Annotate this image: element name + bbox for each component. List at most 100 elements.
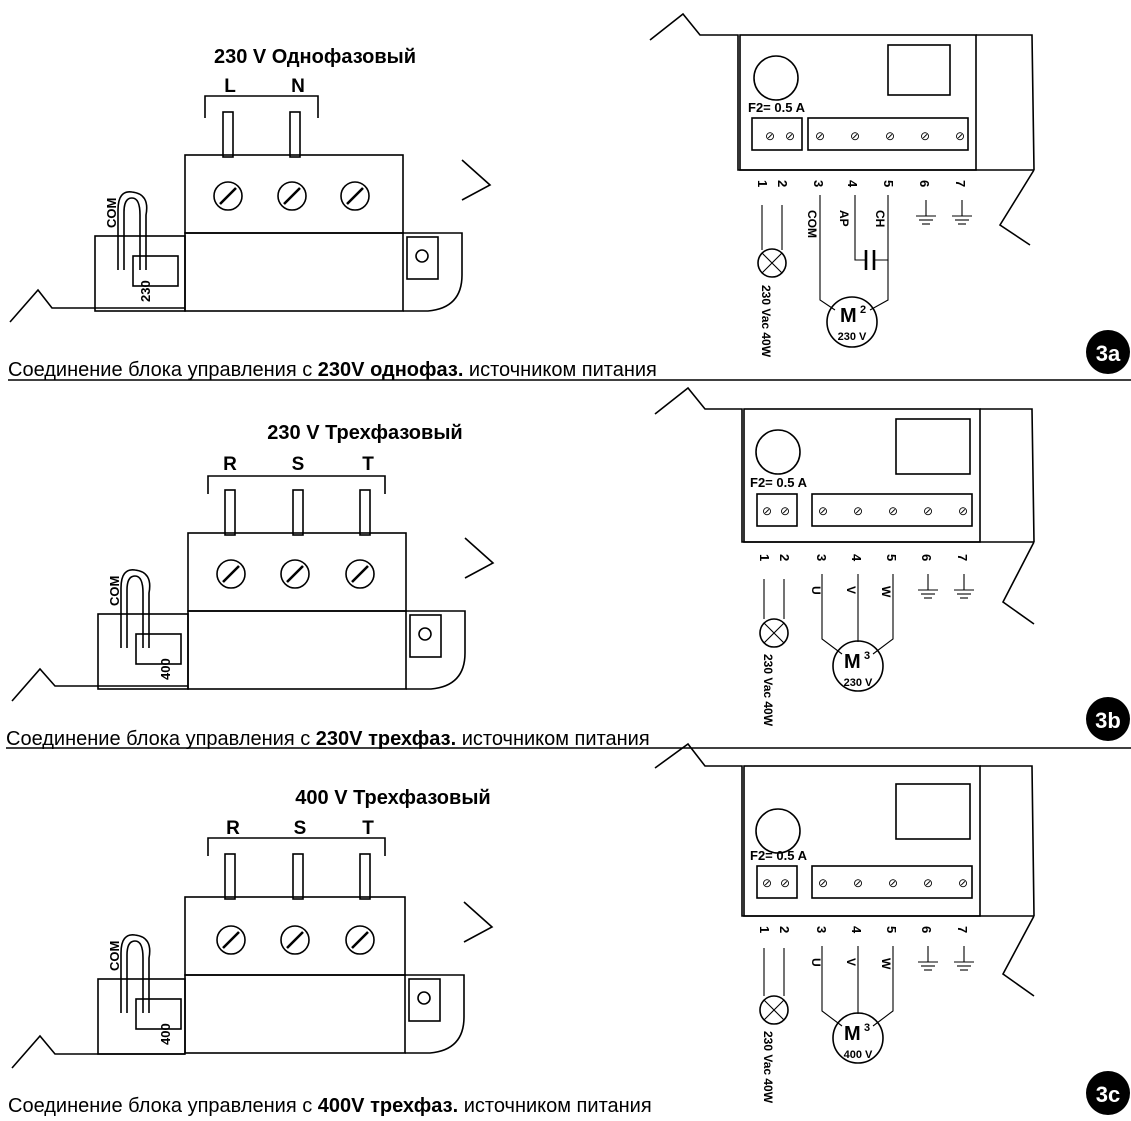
- svg-text:⊘: ⊘: [780, 504, 790, 518]
- lamp-label: 230 Vac 40W: [761, 654, 775, 727]
- wire-label-w: W: [879, 958, 893, 970]
- terminal-num-4: 4: [845, 180, 860, 188]
- lamp-icon: [759, 995, 789, 1025]
- terminal-num-2: 2: [777, 926, 792, 933]
- wire-label-u: U: [809, 958, 823, 967]
- panel-3c: 400 V Трехфазовый R S T COM 400: [8, 742, 1130, 1117]
- supply-heading: 230 V Однофазовый: [214, 46, 416, 68]
- supply-terminal-block: 400 V Трехфазовый R S T COM 400: [11, 787, 494, 1069]
- jumper-voltage-label: 400: [158, 1023, 173, 1045]
- ground-icon: [954, 946, 974, 971]
- terminal-num-7: 7: [955, 926, 970, 933]
- terminal-num-1: 1: [757, 926, 772, 933]
- svg-text:⊘: ⊘: [958, 876, 968, 890]
- terminal-label-r: R: [223, 454, 237, 475]
- caption: Соединение блока управления с 400V трехф…: [8, 1095, 652, 1117]
- wire-label-u: U: [809, 586, 823, 595]
- supply-heading: 230 V Трехфазовый: [267, 422, 462, 444]
- motor-icon: [832, 1012, 884, 1064]
- wire-label-ap: AP: [837, 210, 851, 227]
- panel-3b: 230 V Трехфазовый R S T COM 400: [6, 386, 1131, 750]
- terminal-num-5: 5: [884, 926, 899, 933]
- motor-voltage: 400 V: [844, 1049, 873, 1061]
- terminal-num-2: 2: [775, 180, 790, 187]
- control-unit: F2= 0.5 A ⊘⊘ ⊘⊘⊘⊘⊘ 1 2 3 4 5 6 7 230 Vac…: [654, 386, 1035, 727]
- lamp-icon: [759, 618, 789, 648]
- terminal-num-2: 2: [777, 554, 792, 561]
- svg-text:⊘: ⊘: [923, 504, 933, 518]
- ground-icon: [918, 574, 938, 599]
- motor-icon: [832, 640, 884, 692]
- lamp-label: 230 Vac 40W: [759, 285, 773, 358]
- ground-icon: [954, 574, 974, 599]
- svg-text:⊘: ⊘: [785, 129, 795, 143]
- terminal-block-base: [184, 232, 404, 312]
- svg-text:⊘: ⊘: [850, 129, 860, 143]
- panel-badge-label: 3b: [1095, 708, 1121, 733]
- terminal-num-3: 3: [814, 926, 829, 933]
- panel-badge: [1086, 697, 1130, 741]
- supply-terminal-block: 230 V Однофазовый L N COM 230: [9, 46, 492, 323]
- caption: Соединение блока управления с 230V трехф…: [6, 728, 650, 750]
- jumper-com-label: COM: [107, 576, 122, 606]
- svg-text:⊘: ⊘: [888, 504, 898, 518]
- svg-text:⊘: ⊘: [780, 876, 790, 890]
- panel-badge-label: 3a: [1096, 341, 1121, 366]
- fuse-holder: [753, 55, 799, 101]
- terminal-num-7: 7: [953, 180, 968, 187]
- wire-label-v: V: [844, 958, 858, 966]
- jumper-voltage-label: 400: [158, 658, 173, 680]
- svg-text:⊘: ⊘: [818, 876, 828, 890]
- svg-text:⊘: ⊘: [765, 129, 775, 143]
- terminal-label-s: S: [294, 818, 307, 839]
- svg-text:⊘: ⊘: [815, 129, 825, 143]
- terminal-num-5: 5: [884, 554, 899, 561]
- fuse-label: F2= 0.5 A: [750, 475, 808, 490]
- motor-symbol: M: [840, 305, 857, 327]
- terminal-label-r: R: [226, 818, 240, 839]
- terminal-label-t: T: [362, 818, 374, 839]
- terminal-num-1: 1: [755, 180, 770, 187]
- panel-badge-label: 3c: [1096, 1082, 1120, 1107]
- terminal-num-3: 3: [814, 554, 829, 561]
- ground-icon: [952, 200, 972, 225]
- wire-label-v: V: [844, 586, 858, 594]
- svg-text:⊘: ⊘: [888, 876, 898, 890]
- screw-2: [277, 181, 307, 211]
- terminal-num-6: 6: [917, 180, 932, 187]
- svg-text:⊘: ⊘: [853, 504, 863, 518]
- panel-badge: [1086, 1071, 1130, 1115]
- svg-text:⊘: ⊘: [762, 876, 772, 890]
- wire-label-ch: CH: [873, 210, 887, 227]
- svg-text:⊘: ⊘: [762, 504, 772, 518]
- svg-text:⊘: ⊘: [923, 876, 933, 890]
- supply-terminal-block: 230 V Трехфазовый R S T COM 400: [11, 422, 495, 702]
- motor-phase: 3: [864, 650, 870, 662]
- terminal-num-1: 1: [757, 554, 772, 561]
- motor-symbol: M: [844, 1023, 861, 1045]
- jumper-com-label: COM: [107, 941, 122, 971]
- wire-n: [289, 111, 301, 158]
- terminal-num-6: 6: [919, 554, 934, 561]
- terminal-label-s: S: [292, 454, 305, 475]
- jumper-voltage-label: 230: [138, 280, 153, 302]
- svg-text:⊘: ⊘: [920, 129, 930, 143]
- terminal-label-t: T: [362, 454, 374, 475]
- screw-3: [340, 181, 370, 211]
- motor-icon: [826, 296, 878, 348]
- svg-text:⊘: ⊘: [955, 129, 965, 143]
- lamp-icon: [757, 248, 787, 278]
- terminal-num-3: 3: [811, 180, 826, 187]
- control-unit: F2= 0.5 A ⊘⊘ ⊘⊘⊘⊘⊘ 1 2 3 4 5 6 7 230 Vac…: [654, 742, 1035, 1104]
- motor-phase: 3: [864, 1022, 870, 1034]
- wire-l: [222, 111, 234, 158]
- terminal-num-5: 5: [881, 180, 896, 187]
- control-unit: F2= 0.5 A ⊘⊘ ⊘⊘⊘⊘⊘ 1 2 3 4 5 6 7 230 Vac…: [649, 12, 1035, 358]
- screw-1: [213, 181, 243, 211]
- ground-icon: [918, 946, 938, 971]
- svg-text:⊘: ⊘: [818, 504, 828, 518]
- wire-label-w: W: [879, 586, 893, 598]
- terminal-label-l: L: [224, 76, 236, 97]
- fuse-label: F2= 0.5 A: [748, 100, 806, 115]
- panel-3a: 230 V Однофазовый L N COM 230: [8, 12, 1131, 381]
